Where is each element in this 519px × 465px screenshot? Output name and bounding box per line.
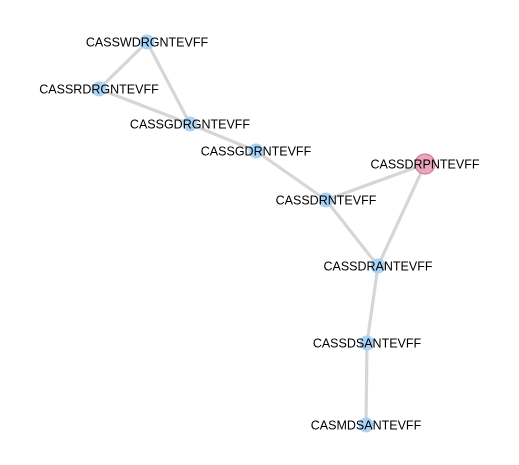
node-casmdsantevff[interactable] (358, 417, 374, 433)
node-label-cassdrpntevff: CASSDRPNTEVFF (370, 158, 479, 172)
edge-n1-n3 (145, 40, 192, 126)
node-cassdsantevff[interactable] (359, 335, 375, 351)
node-cassgdrgntevff[interactable] (182, 116, 198, 132)
edge-n2-n3 (97, 87, 192, 126)
edge-n5-n7 (376, 162, 427, 268)
node-label-cassgdrntevff: CASSGDRNTEVFF (201, 145, 312, 159)
node-label-casswdrgntevff: CASSWDRGNTEVFF (86, 36, 209, 50)
edge-n7-n8 (365, 264, 380, 345)
node-casswdrgntevff[interactable] (139, 34, 155, 50)
node-label-cassdrntevff: CASSDRNTEVFF (276, 194, 377, 208)
node-cassrdrgntevff[interactable] (91, 81, 107, 97)
edge-n3-n4 (188, 122, 258, 153)
node-cassdrpntevff[interactable] (414, 153, 436, 175)
node-cassdrntevff[interactable] (318, 192, 334, 208)
node-cassdrantevff[interactable] (370, 258, 386, 274)
edge-n6-n7 (324, 198, 380, 268)
node-label-cassdrantevff: CASSDRANTEVFF (323, 260, 432, 274)
node-label-cassdsantevff: CASSDSANTEVFF (313, 337, 422, 351)
edge-n8-n9 (364, 341, 369, 427)
edge-n4-n6 (254, 149, 328, 202)
node-label-cassrdrgntevff: CASSRDRGNTEVFF (39, 83, 159, 97)
labels-layer: CASSWDRGNTEVFF CASSRDRGNTEVFF CASSGDRGNTEV… (39, 36, 480, 433)
edge-n6-n5 (324, 162, 427, 202)
node-label-casmdsantevff: CASMDSANTEVFF (311, 419, 422, 433)
node-cassgdrntevff[interactable] (248, 143, 264, 159)
edges-layer (97, 40, 427, 427)
nodes-layer (91, 34, 436, 433)
edge-n1-n2 (97, 40, 149, 91)
node-label-cassgdrgntevff: CASSGDRGNTEVFF (130, 118, 251, 132)
